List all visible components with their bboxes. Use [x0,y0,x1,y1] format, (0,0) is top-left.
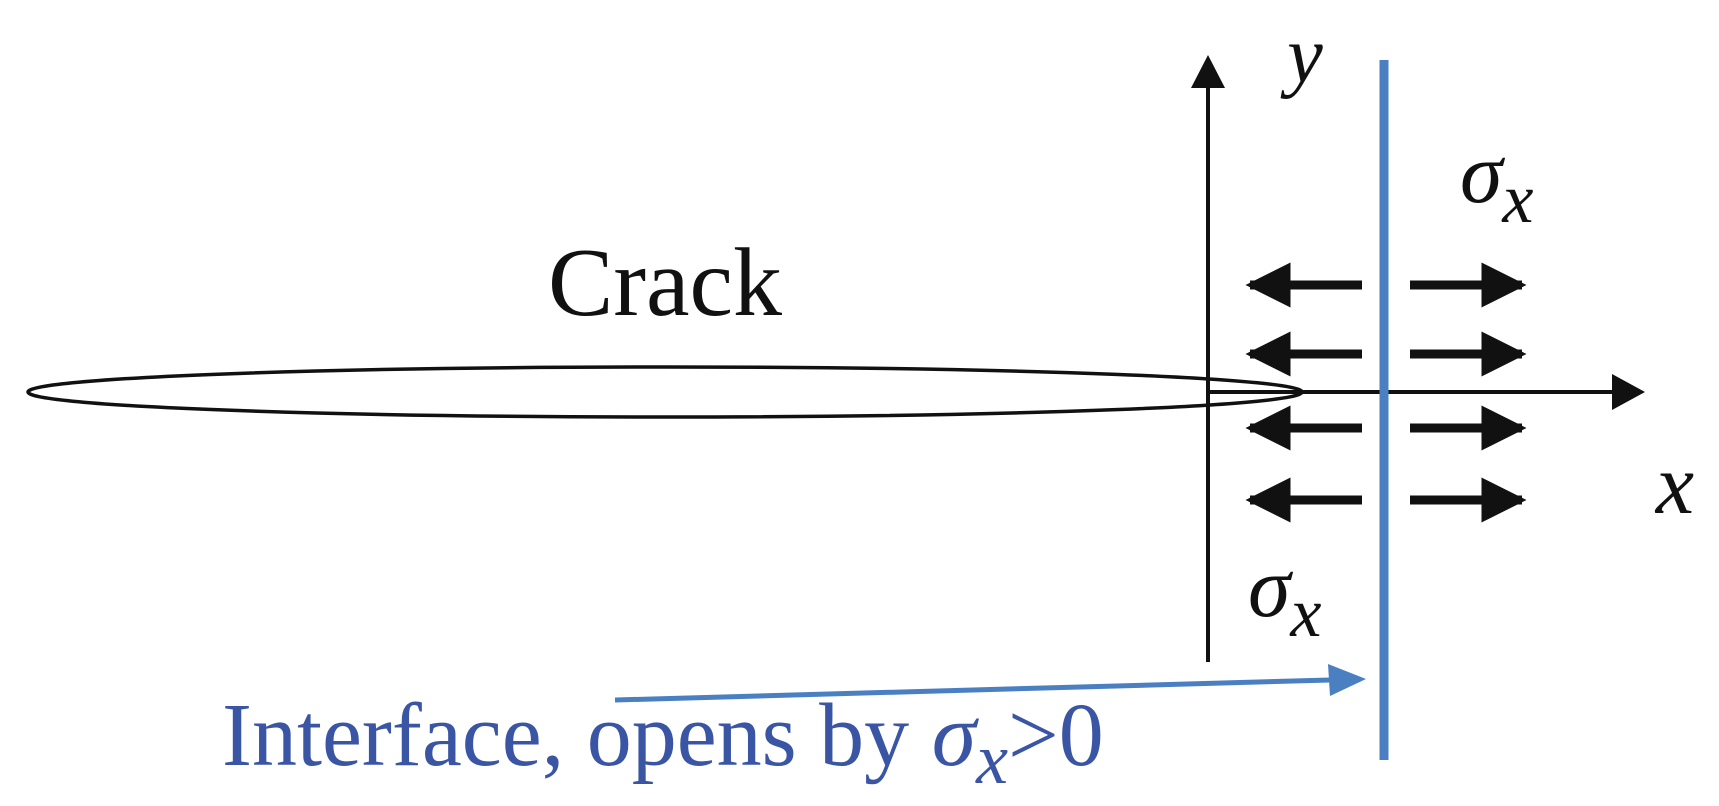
y-axis [1191,55,1225,662]
stress-subscript: x [1501,161,1533,238]
interface-label-subscript: x [975,719,1008,799]
interface-label-condition: >0 [1008,686,1104,785]
stress-symbol: σ [1460,125,1506,221]
x-axis [1208,374,1645,410]
interface-label-text: Interface, opens by [222,686,932,785]
stress-subscript: x [1289,575,1321,652]
stress-arrows-left [1245,262,1362,523]
interface-pointer-arrow [614,664,1366,703]
stress-arrows-right [1410,262,1527,523]
interface-label-symbol: σ [932,686,980,785]
crack-label: Crack [548,229,782,337]
interface-label: Interface, opens by σx>0 [222,686,1104,799]
y-axis-label: y [1280,12,1323,100]
x-axis-label: x [1654,436,1694,532]
crack-ellipse [26,365,1304,419]
stress-label-right: σx [1460,125,1534,238]
stress-symbol: σ [1248,539,1294,635]
stress-label-left: σx [1248,539,1322,652]
